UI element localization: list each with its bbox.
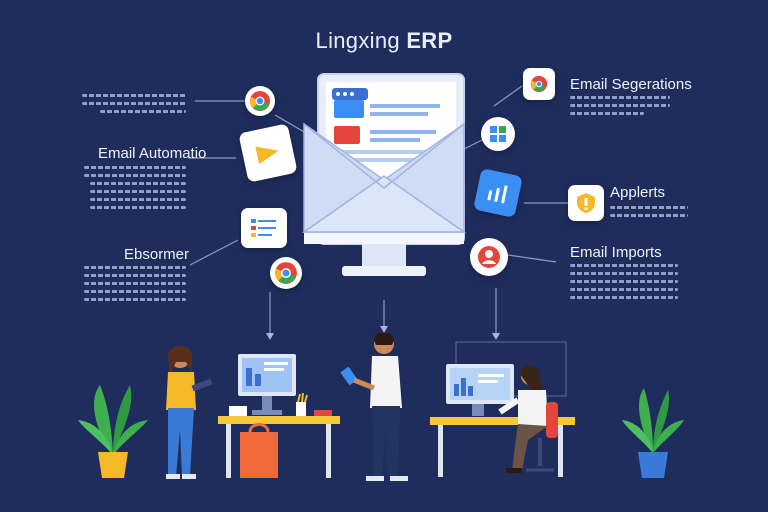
arrow-head [492,333,500,340]
plant-right [622,388,684,478]
label-email-automation: Email Automatio [98,145,207,162]
arrow-head [380,326,388,333]
desk-left [218,354,340,478]
connector-line [507,254,557,263]
label-email-segerations: Email Segerations [570,76,692,93]
document-list-icon [241,208,287,248]
connector-line [493,85,523,107]
arrow-head [266,333,274,340]
page-title: Lingxing ERP [0,28,768,54]
chrome-icon [270,257,302,289]
user-pin-icon [470,238,508,276]
play-triangle-icon [238,123,298,183]
desk-right [430,341,575,477]
label-email-imports: Email Imports [570,244,662,261]
connector-line [189,239,239,266]
person-center [340,332,408,481]
label-applerts: Applerts [610,184,666,201]
envelope [301,122,467,233]
windows-grid-icon [481,117,515,151]
chrome-icon [245,86,275,116]
connector-line [461,139,483,151]
browser-window-icon [523,68,555,100]
person-right [498,365,558,473]
person-left [166,346,213,479]
title-prefix: Lingxing [315,28,407,53]
label-ebsormer: Ebsormer [124,246,190,263]
plant-left [78,385,148,478]
shield-alert-icon [568,185,604,221]
title-bold: ERP [406,28,453,53]
chart-card-icon [473,168,523,218]
